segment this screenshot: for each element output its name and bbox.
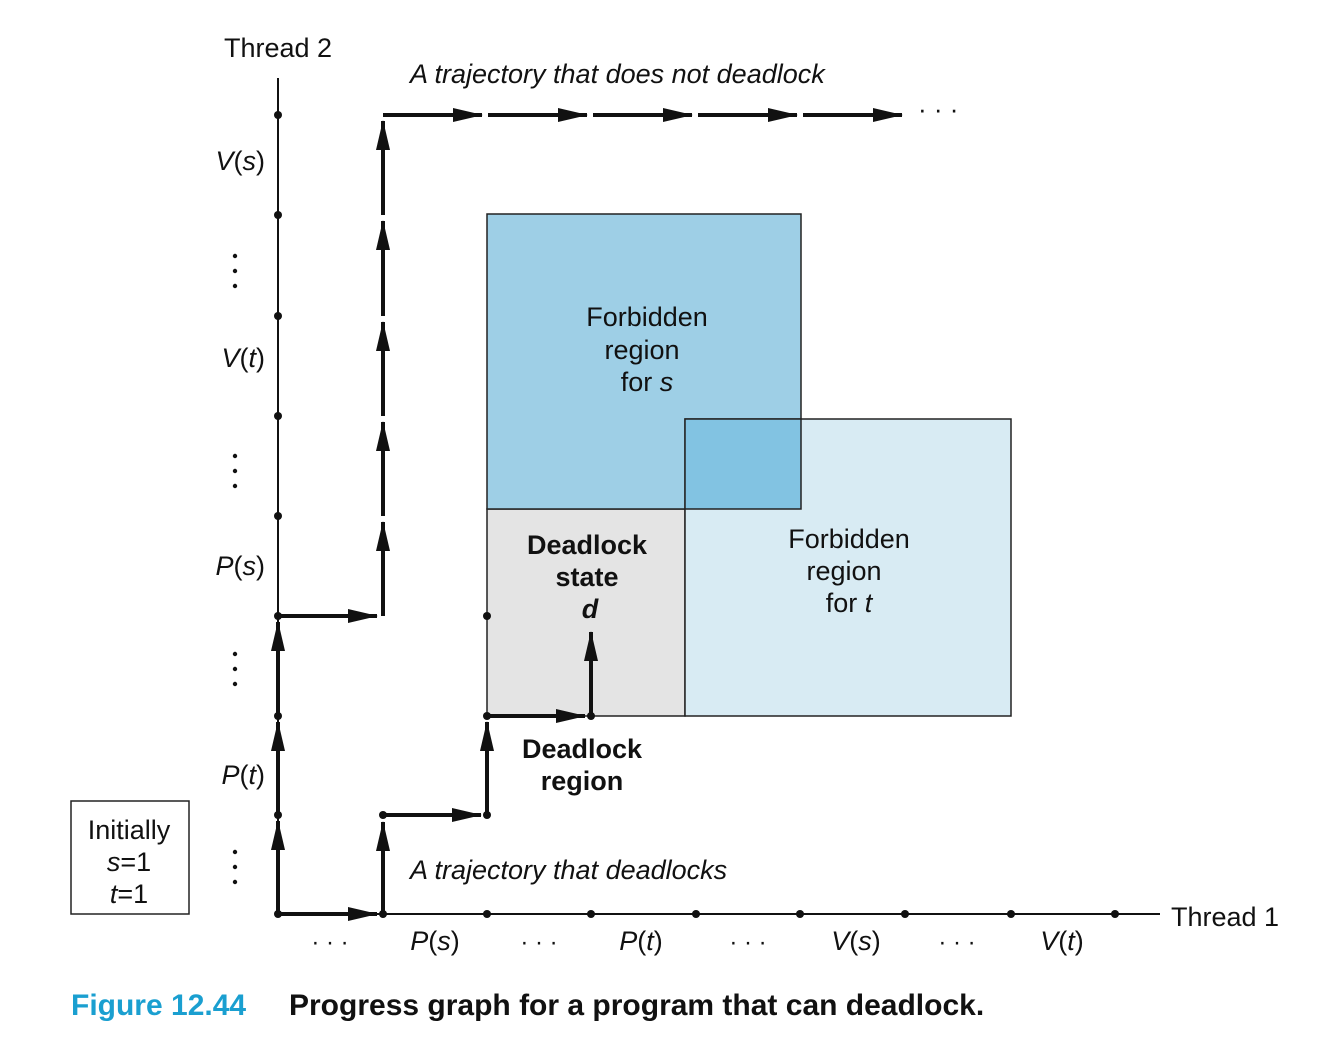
svg-text:P(s): P(s): [215, 551, 265, 581]
svg-text:P(s): P(s): [410, 926, 460, 956]
x-tick-vs: V(s): [831, 926, 881, 956]
deadlock-region: [486, 508, 686, 717]
label-deadlock-region: Deadlock region: [522, 734, 643, 796]
trajectory-no-deadlock: [271, 108, 903, 914]
caption-number: Figure 12.44: [71, 989, 246, 1022]
svg-text:V(s): V(s): [831, 926, 881, 956]
svg-text:region: region: [541, 766, 624, 796]
label-forbidden-t: Forbidden region for t: [788, 524, 910, 618]
svg-text:Deadlock: Deadlock: [522, 734, 643, 764]
label-deadlock-state: Deadlock state d: [527, 530, 648, 624]
x-ellipsis-1: · · ·: [311, 929, 348, 956]
svg-text:V(t): V(t): [221, 343, 265, 373]
x-ellipsis-4: · · ·: [938, 929, 975, 956]
y-axis-ellipses: [232, 253, 238, 885]
forbidden-overlap: [684, 418, 802, 510]
svg-text:Initially: Initially: [88, 815, 171, 845]
x-tick-vt: V(t): [1040, 926, 1084, 956]
label-trajectory-no-deadlock: A trajectory that does not deadlock: [408, 59, 826, 89]
svg-text:P(t): P(t): [619, 926, 663, 956]
initial-values-box: Initially s=1 t=1: [70, 800, 190, 915]
svg-text:V(t): V(t): [1040, 926, 1084, 956]
caption-text: Progress graph for a program that can de…: [289, 989, 984, 1022]
trajectory-deadlocks: [278, 631, 598, 921]
x-tick-pt: P(t): [619, 926, 663, 956]
x-axis-title: Thread 1: [1171, 902, 1279, 932]
y-tick-vs: V(s): [215, 146, 265, 176]
trajectory-deadlocks-dots: [379, 612, 595, 819]
label-forbidden-s: Forbidden region for s: [586, 302, 708, 397]
y-tick-vt: V(t): [221, 343, 265, 373]
x-ellipsis-2: · · ·: [520, 929, 557, 956]
x-tick-ps: P(s): [410, 926, 460, 956]
svg-text:Forbidden: Forbidden: [586, 302, 708, 332]
svg-text:for s: for s: [621, 367, 674, 397]
svg-text:for t: for t: [826, 588, 874, 618]
svg-text:d: d: [582, 594, 599, 624]
y-tick-ps: P(s): [215, 551, 265, 581]
label-trajectory-deadlocks: A trajectory that deadlocks: [408, 855, 727, 885]
x-ellipsis-3: · · ·: [729, 929, 766, 956]
svg-text:t=1: t=1: [110, 879, 148, 909]
svg-text:region: region: [806, 556, 881, 586]
svg-text:s=1: s=1: [107, 847, 151, 877]
svg-text:V(s): V(s): [215, 146, 265, 176]
svg-text:Deadlock: Deadlock: [527, 530, 648, 560]
y-tick-pt: P(t): [221, 760, 265, 790]
y-axis-title: Thread 2: [224, 33, 332, 63]
svg-text:Forbidden: Forbidden: [788, 524, 910, 554]
svg-text:region: region: [604, 335, 679, 365]
svg-text:state: state: [555, 562, 618, 592]
svg-text:P(t): P(t): [221, 760, 265, 790]
trajectory-continues-ellipsis: · · ·: [918, 94, 958, 124]
figure-caption: Figure 12.44 Progress graph for a progra…: [71, 989, 984, 1022]
